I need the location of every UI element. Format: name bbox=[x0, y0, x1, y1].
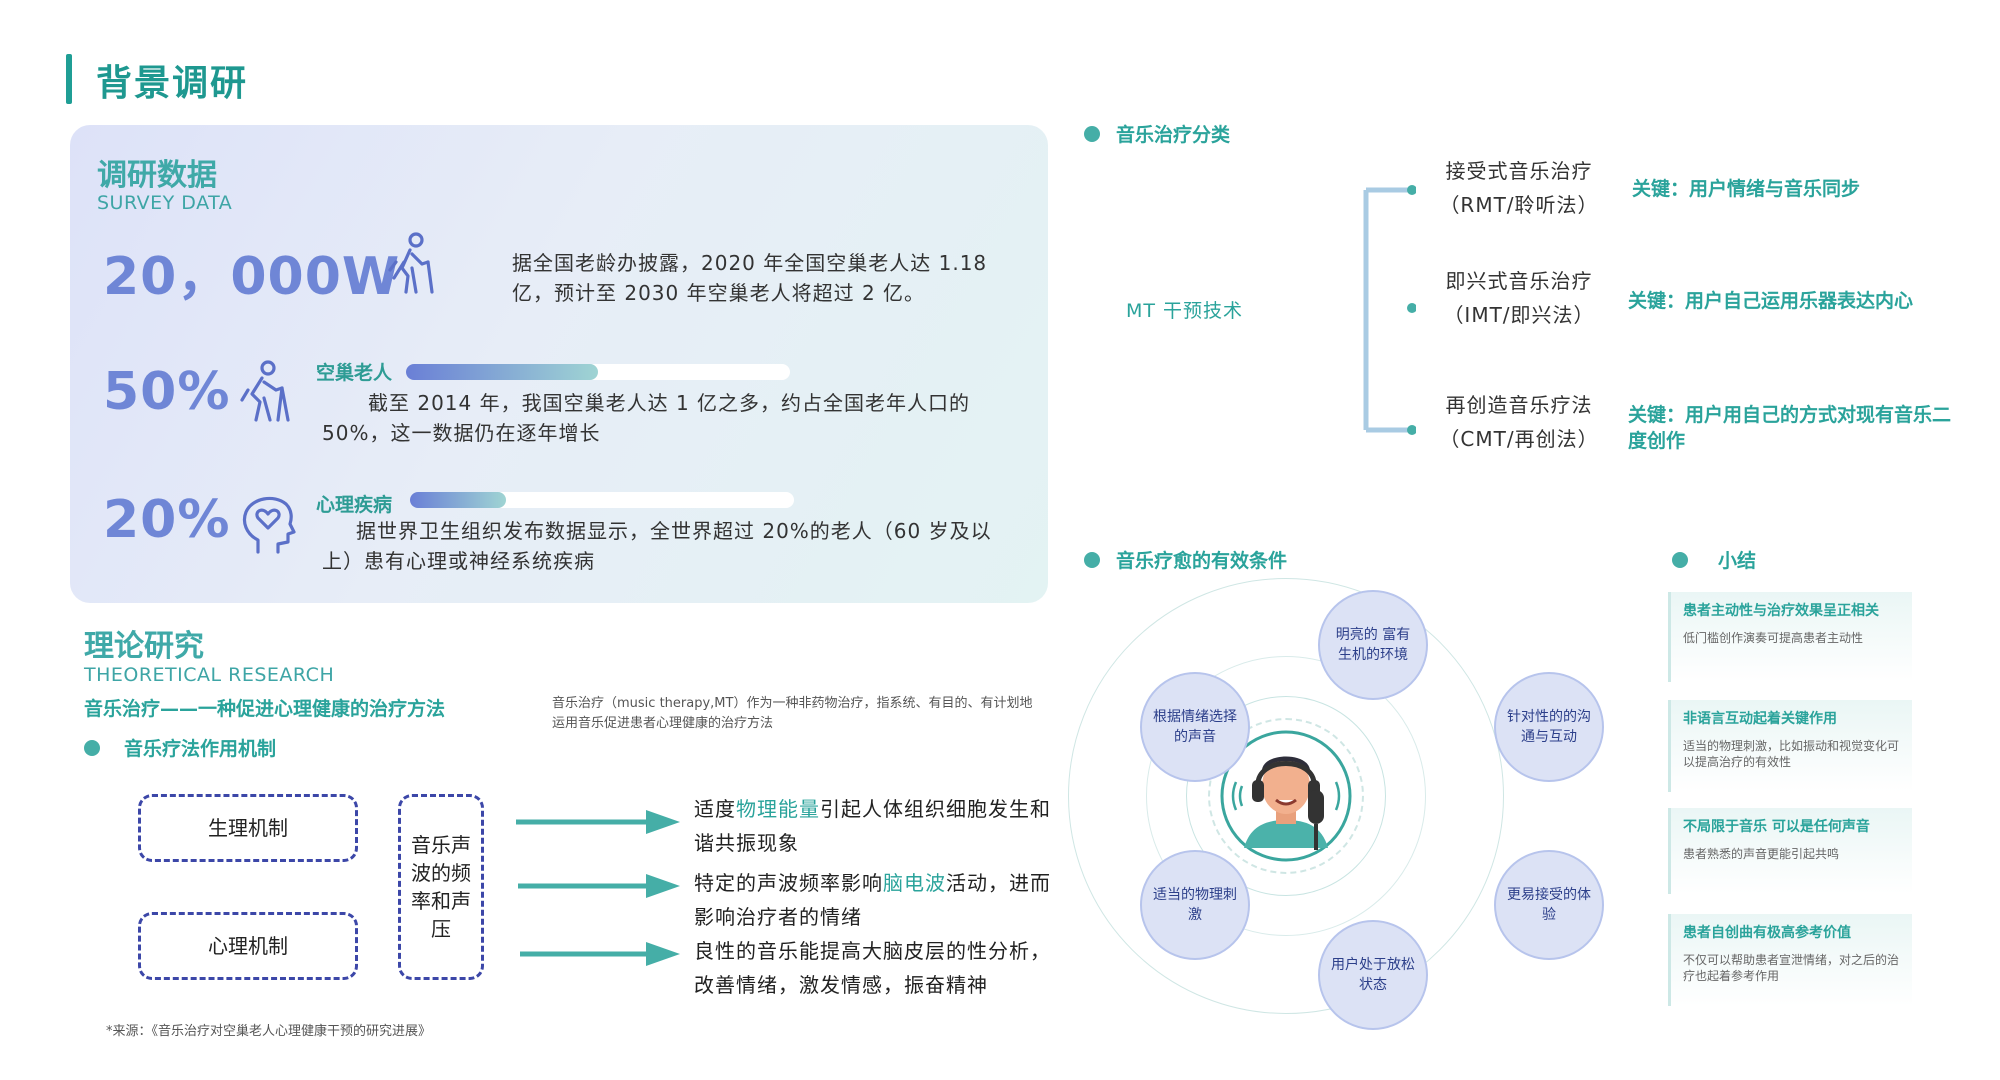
summary-card-title: 患者自创曲有极高参考价值 bbox=[1683, 925, 1851, 941]
stat-value: 20，000W bbox=[103, 247, 401, 307]
effect-text: 良性的音乐能提高大脑皮层的性分析，改善情绪，激发情感，振奋精神 bbox=[694, 934, 1054, 1002]
theory-subtitle: THEORETICAL RESEARCH bbox=[84, 664, 335, 686]
effect-text-part: 良性的音乐能提高大脑皮层的性分析，改善情绪，激发情感，振奋精神 bbox=[694, 939, 1051, 997]
bullet-dot bbox=[1084, 552, 1100, 568]
title-accent-bar bbox=[66, 54, 72, 104]
summary-card-text: 不仅可以帮助患者宣泄情绪，对之后的治疗也起着参考作用 bbox=[1683, 953, 1900, 983]
condition-node: 用户处于放松状态 bbox=[1318, 920, 1428, 1030]
survey-subtitle: SURVEY DATA bbox=[97, 192, 233, 214]
psychology-box: 心理机制 bbox=[138, 912, 358, 980]
effect-text-part: 适度 bbox=[694, 797, 736, 821]
summary-card-text: 患者熟悉的声音更能引起共鸣 bbox=[1683, 847, 1840, 861]
bullet-dot bbox=[1084, 126, 1100, 142]
progress-fill bbox=[410, 492, 506, 508]
stat-text: 据全国老龄办披露，2020 年全国空巢老人达 1.18 亿，预计至 2030 年… bbox=[512, 251, 988, 305]
item-name: 接受式音乐治疗 bbox=[1445, 159, 1593, 183]
inner-ring bbox=[1186, 696, 1386, 896]
effect-highlight: 物理能量 bbox=[736, 797, 820, 821]
classification-item: 再创造音乐疗法 （CMT/再创法） bbox=[1426, 388, 1612, 456]
stat-label: 空巢老人 bbox=[316, 362, 393, 384]
summary-card-title: 不局限于音乐 可以是任何声音 bbox=[1683, 819, 1870, 835]
stat-value: 50% bbox=[103, 362, 231, 422]
classification-item: 接受式音乐治疗 （RMT/聆听法） bbox=[1426, 154, 1612, 222]
middle-ring bbox=[1146, 656, 1426, 936]
bullet-dot bbox=[84, 740, 100, 756]
stat-label: 心理疾病 bbox=[316, 494, 393, 516]
theory-tagline: 音乐治疗——一种促进心理健康的治疗方法 bbox=[84, 698, 446, 720]
effect-text-part: 特定的声波频率影响 bbox=[694, 871, 883, 895]
effect-text-part: 活动，进而影响治疗者的情绪 bbox=[694, 871, 1051, 929]
tree-connector bbox=[1316, 180, 1417, 440]
item-abbr: （CMT/再创法） bbox=[1439, 427, 1599, 451]
classification-title: 音乐治疗分类 bbox=[1116, 124, 1231, 146]
summary-title: 小结 bbox=[1718, 550, 1757, 572]
item-abbr: （RMT/聆听法） bbox=[1439, 193, 1599, 217]
sound-wave-box: 音乐声波的频率和声压 bbox=[398, 794, 484, 980]
theory-definition: 音乐治疗（music therapy,MT）作为一种非药物治疗，指系统、有目的、… bbox=[552, 696, 1033, 731]
stat-text: 截至 2014 年，我国空巢老人达 1 亿之多，约占全国老年人口的 50%，这一… bbox=[322, 391, 971, 445]
head-heart-icon bbox=[238, 492, 298, 556]
item-key: 关键：用户情绪与音乐同步 bbox=[1632, 178, 1861, 200]
condition-node: 明亮的 富有生机的环境 bbox=[1318, 590, 1428, 700]
classification-item: 即兴式音乐治疗 （IMT/即兴法） bbox=[1426, 264, 1612, 332]
summary-card-title: 非语言互动起着关键作用 bbox=[1683, 711, 1837, 727]
progress-fill bbox=[406, 364, 598, 380]
bullet-dot bbox=[1672, 552, 1688, 568]
condition-node: 更易接受的体验 bbox=[1494, 850, 1604, 960]
effect-text: 特定的声波频率影响脑电波活动，进而影响治疗者的情绪 bbox=[694, 866, 1054, 934]
survey-title: 调研数据 bbox=[97, 158, 217, 193]
dashed-ring bbox=[1208, 718, 1364, 874]
summary-card: 患者主动性与治疗效果呈正相关 低门槛创作演奏可提高患者主动性 bbox=[1668, 592, 1912, 682]
footnote: *来源：《音乐治疗对空巢老人心理健康干预的研究进展》 bbox=[106, 1024, 432, 1039]
summary-card: 不局限于音乐 可以是任何声音 患者熟悉的声音更能引起共鸣 bbox=[1668, 808, 1912, 894]
elderly-cane-icon bbox=[382, 232, 438, 296]
summary-card-text: 适当的物理刺激，比如振动和视觉变化可以提高治疗的有效性 bbox=[1683, 739, 1900, 769]
summary-card: 患者自创曲有极高参考价值 不仅可以帮助患者宣泄情绪，对之后的治疗也起着参考作用 bbox=[1668, 914, 1912, 1006]
item-name: 再创造音乐疗法 bbox=[1445, 393, 1593, 417]
item-abbr: （IMT/即兴法） bbox=[1443, 303, 1595, 327]
condition-node: 根据情绪选择的声音 bbox=[1140, 672, 1250, 782]
conditions-title: 音乐疗愈的有效条件 bbox=[1116, 550, 1288, 572]
physiology-box: 生理机制 bbox=[138, 794, 358, 862]
summary-card-text: 低门槛创作演奏可提高患者主动性 bbox=[1683, 631, 1864, 645]
elderly-walker-icon bbox=[238, 360, 294, 424]
theory-title: 理论研究 bbox=[84, 629, 204, 664]
classification-root: MT 干预技术 bbox=[1126, 300, 1244, 322]
condition-node: 针对性的的沟通与互动 bbox=[1494, 672, 1604, 782]
effect-text: 适度物理能量引起人体组织细胞发生和谐共振现象 bbox=[694, 792, 1054, 860]
item-key: 关键：用户用自己的方式对现有音乐二度创作 bbox=[1628, 404, 1952, 452]
item-name: 即兴式音乐治疗 bbox=[1445, 269, 1593, 293]
summary-card: 非语言互动起着关键作用 适当的物理刺激，比如振动和视觉变化可以提高治疗的有效性 bbox=[1668, 700, 1912, 792]
person-headphones-microphone-icon bbox=[1220, 730, 1352, 862]
item-key: 关键：用户自己运用乐器表达内心 bbox=[1628, 290, 1914, 312]
stat-text: 据世界卫生组织发布数据显示，全世界超过 20%的老人（60 岁及以上）患有心理或… bbox=[322, 519, 992, 573]
summary-card-title: 患者主动性与治疗效果呈正相关 bbox=[1683, 603, 1879, 619]
mechanism-title: 音乐疗法作用机制 bbox=[124, 738, 277, 760]
effect-text-part: 引起人体组织细胞发生和谐共振现象 bbox=[694, 797, 1051, 855]
stat-value: 20% bbox=[103, 490, 231, 550]
effect-highlight: 脑电波 bbox=[883, 871, 946, 895]
progress-bar bbox=[410, 492, 794, 508]
outer-ring bbox=[1068, 578, 1504, 1014]
arrows bbox=[512, 806, 682, 976]
condition-node: 适当的物理刺激 bbox=[1140, 850, 1250, 960]
progress-bar bbox=[406, 364, 790, 380]
page-title: 背景调研 bbox=[96, 63, 249, 104]
